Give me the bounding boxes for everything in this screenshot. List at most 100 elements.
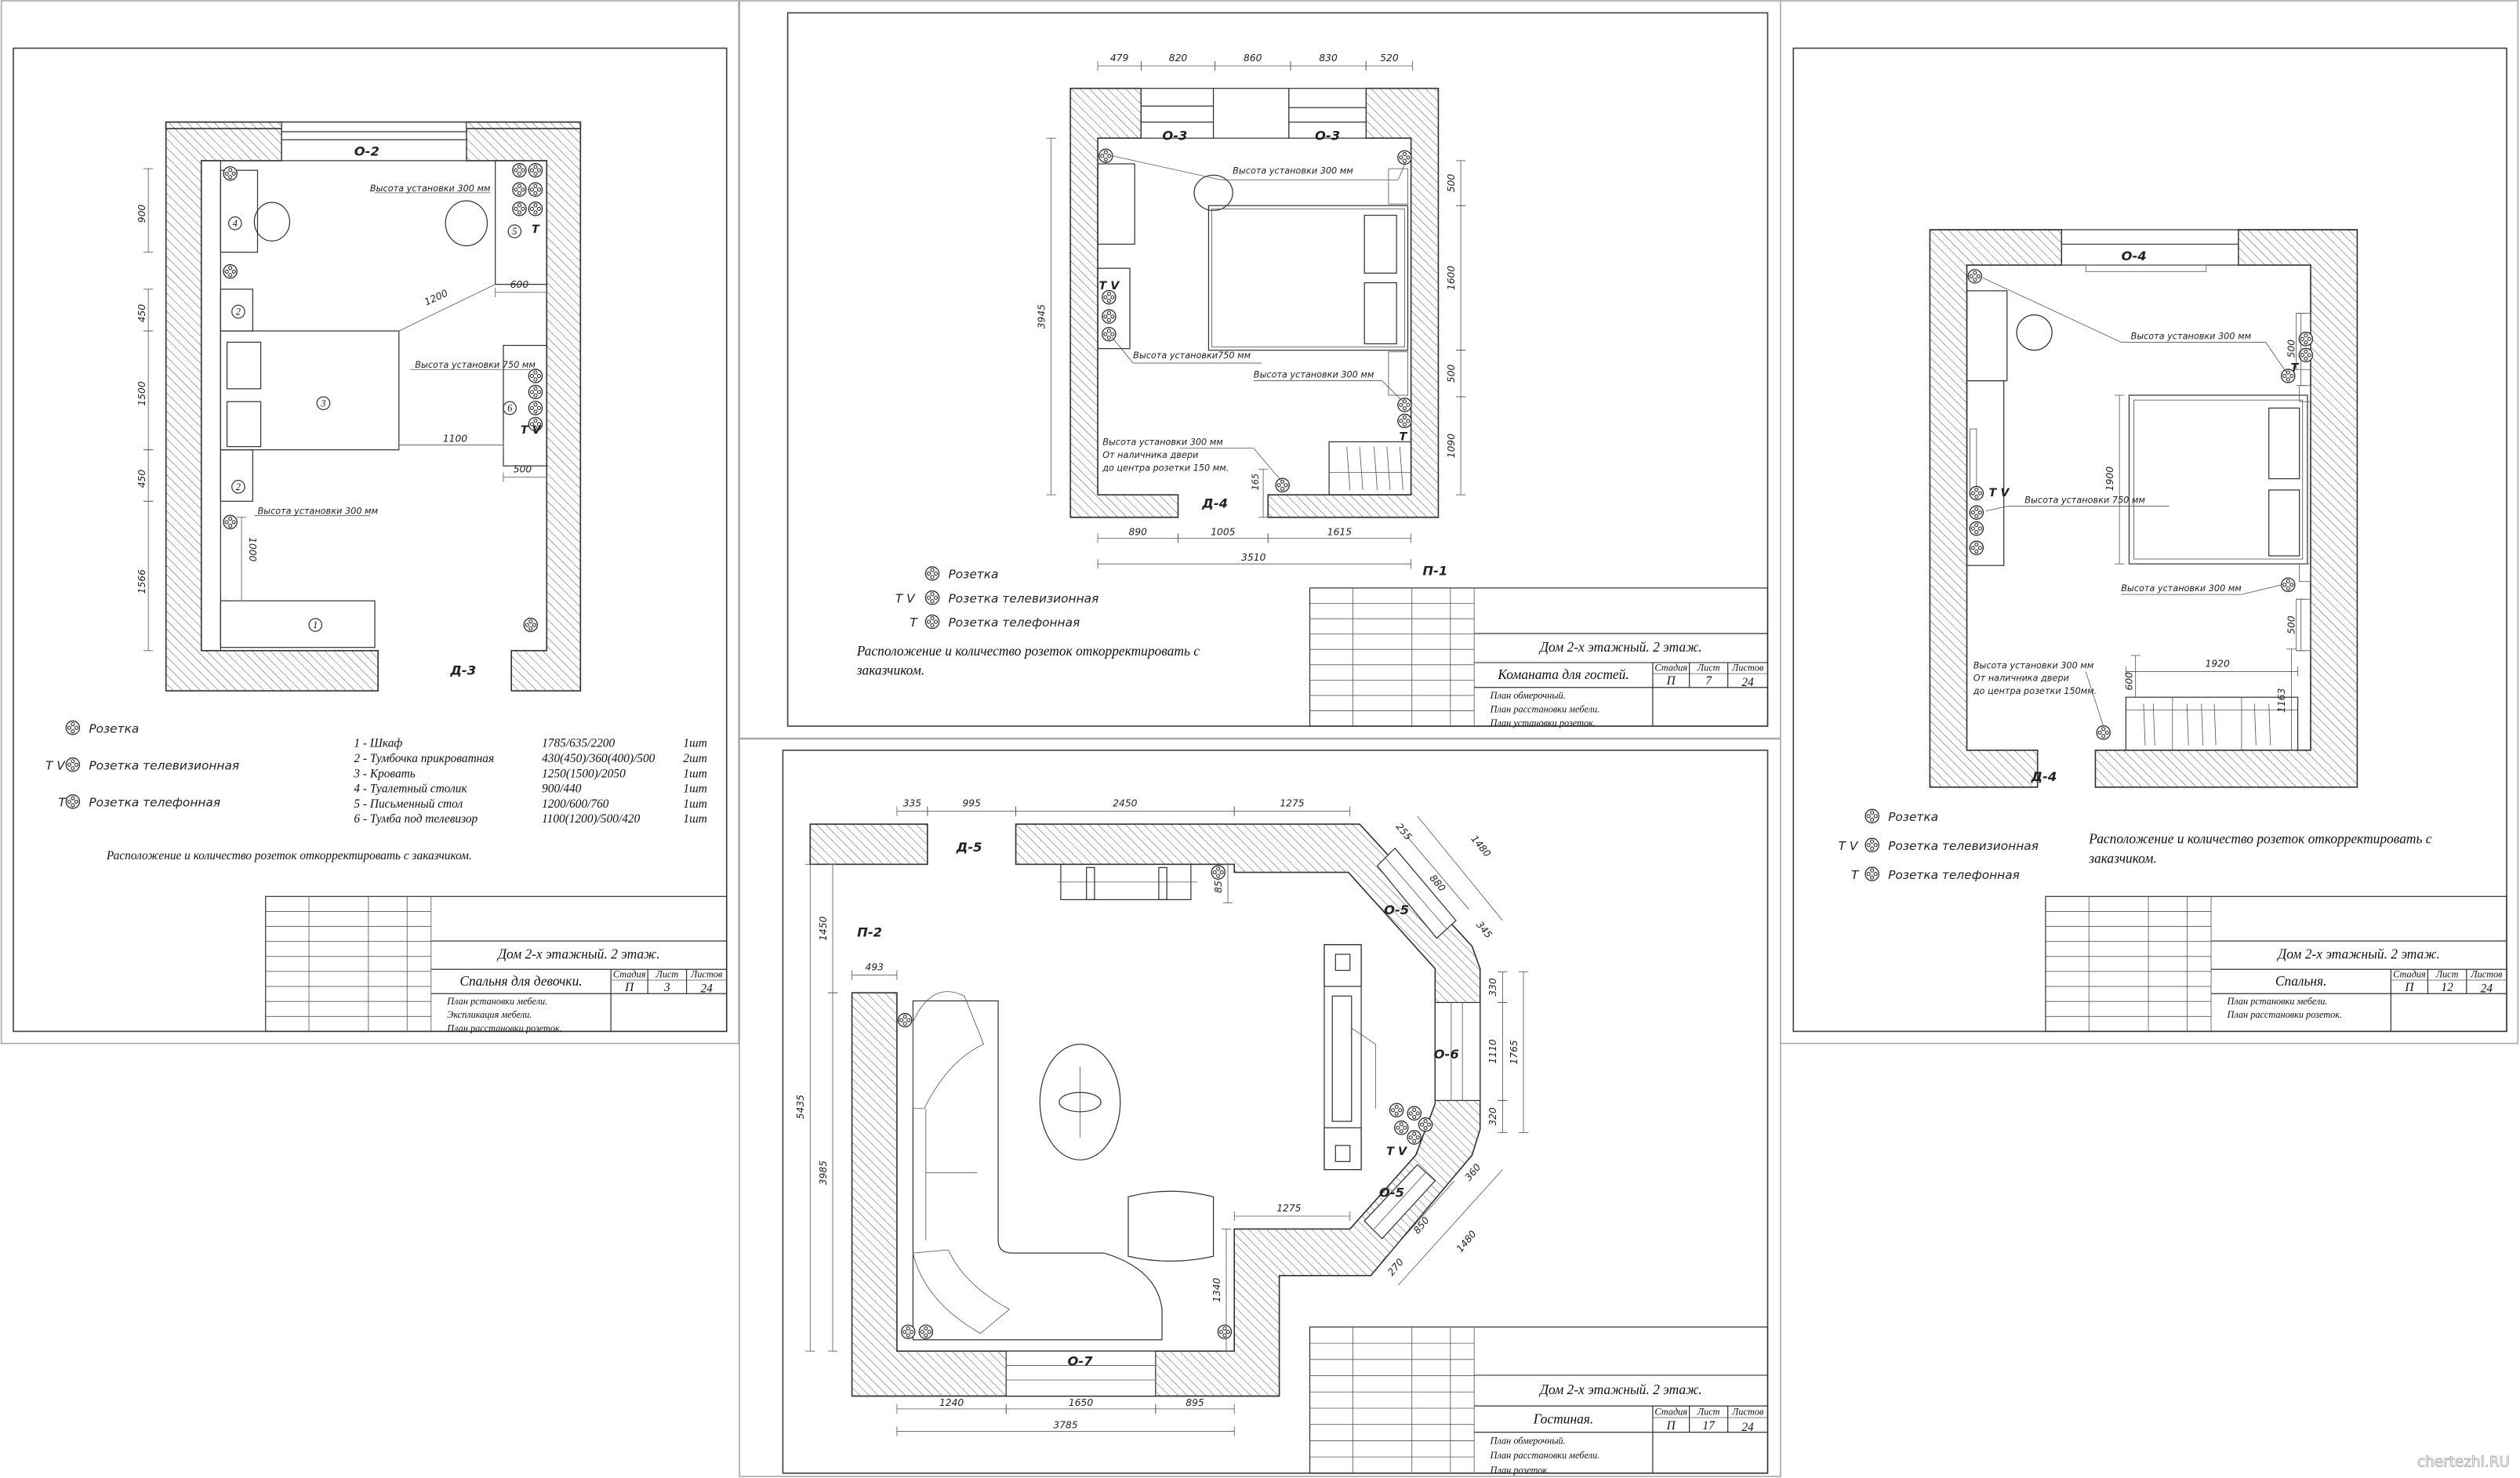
furniture-qty: 1шт [683, 767, 706, 780]
wardrobe-hanger [2213, 703, 2217, 746]
outlet-pin [517, 203, 522, 208]
outlet-pin [517, 183, 522, 188]
sheet-frame [782, 750, 1769, 1474]
leader-line [2265, 342, 2287, 373]
install-height-note: Высота установки 300 мм [1974, 660, 2094, 670]
outlet-pin [517, 210, 522, 215]
outlet-ring [223, 166, 238, 181]
outlet-pin [71, 729, 75, 734]
outlet-icon [512, 162, 527, 178]
outlet-pin [906, 1326, 910, 1331]
bed-inner [2133, 399, 2304, 560]
outlet-pin [1402, 422, 1407, 427]
outlet-pin [930, 568, 935, 572]
outlet-ring [1394, 1120, 1409, 1135]
dimension-label: 1163 [2276, 688, 2287, 713]
wardrobe [2125, 696, 2299, 751]
furniture-outline [1158, 866, 1167, 901]
title-content-line: План рстановки мебели. [2227, 996, 2328, 1007]
outlet-ring [1969, 505, 1984, 520]
outlet-pin [71, 766, 75, 771]
outlet-pin [228, 273, 233, 278]
outlet-pin [1873, 814, 1878, 819]
wardrobe-hanger [2143, 703, 2146, 746]
outlet-pin [74, 725, 78, 730]
door-label: Д-5 [956, 840, 982, 855]
door-label: Д-3 [449, 663, 476, 678]
outlet-icon [1865, 837, 1879, 852]
wardrobe-hanger [2152, 703, 2155, 746]
outlet-pin [933, 571, 939, 576]
outlet-ring [512, 162, 527, 178]
outlet-pin [1412, 1138, 1417, 1143]
window-label: О-7 [1067, 1354, 1093, 1369]
install-height-note: Высота установки 750 мм [415, 360, 536, 370]
outlet-ring [523, 617, 539, 633]
leader-line [1112, 337, 1134, 364]
wall-right [466, 121, 582, 692]
outlet-icon [1407, 1106, 1422, 1121]
install-height-note: От наличника двери [1102, 450, 1198, 460]
outlet-pin [536, 405, 542, 410]
title-stage-label: Стадия [1654, 663, 1687, 674]
furniture-outline [2085, 264, 2207, 272]
outlet-ring [65, 757, 81, 772]
item-number: 5 [512, 226, 517, 237]
outlet-pin [521, 168, 525, 172]
legend-phone-socket: Розетка телефонная [949, 616, 1080, 630]
outlet-pin [1219, 870, 1224, 875]
watermark-logo: chertezhi.RU [2417, 1454, 2510, 1471]
tv-unit [1097, 267, 1131, 350]
window-o5 [1376, 847, 1457, 939]
outlet-pin [1110, 295, 1115, 300]
outlet-ring [2298, 332, 2314, 347]
item-number-circle [503, 401, 517, 416]
install-height-note: Высота установки750 мм [1133, 350, 1251, 361]
outlet-pin [2097, 730, 2102, 735]
window-label: О-5 [1384, 902, 1409, 917]
item-number-circle [231, 304, 245, 319]
title-sheet-label: Лист [1697, 663, 1720, 674]
wardrobe-hanger [2253, 703, 2257, 746]
title-sheets-total: 24 [1741, 676, 1754, 689]
outlet-pin [1280, 486, 1285, 491]
outlet-pin [533, 172, 538, 176]
outlet-pin [1402, 151, 1407, 156]
outlet-pin [1415, 1111, 1420, 1116]
outlet-pin [528, 619, 533, 624]
outlet-pin [930, 592, 935, 597]
outlet-icon [65, 720, 81, 735]
outlet-pin [2286, 579, 2290, 583]
outlet-pin [67, 799, 71, 804]
outlet-pin [1977, 510, 1982, 515]
furniture-qty: 1шт [683, 812, 706, 826]
window-o3 [1140, 88, 1215, 139]
dimension-label: 1090 [1446, 434, 1457, 458]
outlet-pin [1391, 1108, 1396, 1113]
legend-phone-prefix: T [1851, 868, 1860, 882]
furniture-qty: 1шт [683, 783, 706, 796]
outlet-icon [65, 757, 81, 772]
outlet-pin [536, 206, 542, 211]
chair-outline [1193, 174, 1233, 212]
outlet-ring [1275, 478, 1290, 492]
outlet-pin [1106, 298, 1111, 303]
outlet-icon [2281, 369, 2296, 383]
dimension-label: 3510 [1241, 552, 1265, 563]
dimension-label: 830 [1319, 53, 1338, 64]
outlet-pin [224, 171, 229, 176]
window-label: О-3 [1162, 128, 1187, 143]
title-sheet-label: Лист [1697, 1406, 1720, 1417]
title-sheet-number: 12 [2441, 981, 2453, 994]
outlet-pin [933, 619, 939, 624]
outlet-pin [1399, 155, 1403, 160]
leader-line [2085, 671, 2104, 727]
outlet-icon [1865, 866, 1879, 881]
speaker [1334, 953, 1351, 971]
outlet-pin [536, 187, 542, 192]
sheet-frame [786, 12, 1769, 727]
outlet-pin [1426, 1122, 1432, 1127]
outlet-pin [1216, 873, 1221, 878]
outlet-pin [1402, 406, 1407, 411]
furniture-size: 1200/600/760 [542, 797, 609, 811]
